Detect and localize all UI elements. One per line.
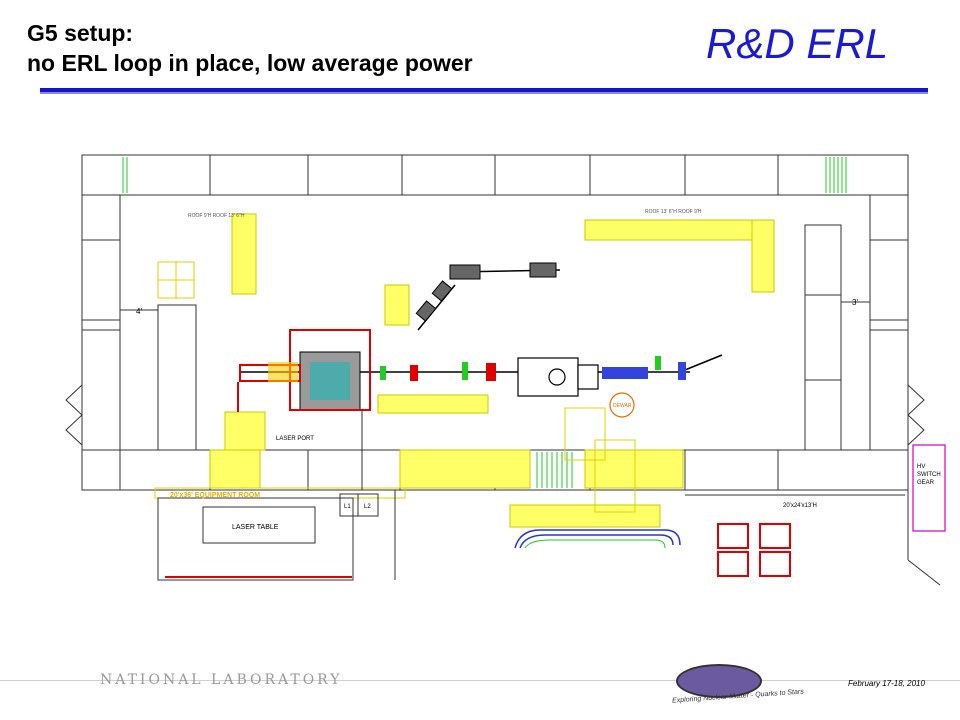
green-rack-stripes bbox=[122, 157, 847, 488]
roof-label-right: ROOF 13' 6"H ROOF 9'H bbox=[645, 209, 702, 215]
building-walls bbox=[65, 154, 941, 586]
cryomodule bbox=[517, 357, 599, 397]
l1-label: L1 bbox=[344, 504, 351, 510]
equipment-room-label: 20'x36' EQUIPMENT ROOM bbox=[170, 492, 260, 499]
footer-lab-name: NATIONAL LABORATORY bbox=[100, 672, 343, 688]
laser-table-label: LASER TABLE bbox=[232, 524, 279, 531]
l2-label: L2 bbox=[364, 504, 371, 510]
gun-cavity-assembly bbox=[239, 329, 371, 411]
bay-dimension-label: 20'x24'x13'H bbox=[783, 503, 817, 509]
magnet-stands bbox=[717, 523, 791, 577]
equipment-room bbox=[157, 410, 396, 581]
slide-title-line-1: G5 setup: bbox=[27, 20, 134, 46]
shield-boundary-line bbox=[165, 382, 352, 578]
footer-seal-logo bbox=[676, 664, 762, 698]
footer-date: February 17-18, 2010 bbox=[848, 679, 925, 688]
beamline-magnets bbox=[380, 356, 686, 381]
slide-title: G5 setup: no ERL loop in place, low aver… bbox=[27, 18, 473, 78]
dimension-left: 4' bbox=[136, 307, 142, 316]
blue-cable-tray bbox=[514, 529, 681, 549]
yellow-shielding-blocks bbox=[209, 213, 775, 528]
laser-port-label: LASER PORT bbox=[276, 436, 314, 442]
hv-label-line-3: GEAR bbox=[917, 480, 935, 486]
title-rule bbox=[40, 88, 928, 92]
hv-label-line-2: SWITCH bbox=[917, 472, 941, 478]
hv-switch-gear bbox=[912, 444, 946, 532]
footer-divider bbox=[0, 680, 960, 681]
dewar bbox=[609, 392, 635, 418]
slide-title-line-2: no ERL loop in place, low average power bbox=[27, 50, 473, 76]
dewar-label: DEWAR bbox=[613, 403, 632, 409]
dimension-markers bbox=[120, 301, 870, 311]
dimension-right: 3' bbox=[852, 298, 858, 307]
diagnostic-spur bbox=[415, 262, 557, 322]
hv-label-line-1: HV bbox=[917, 464, 925, 470]
roof-label-left: ROOF 9'H ROOF 13' 6"H bbox=[188, 213, 245, 219]
brand-title: R&D ERL bbox=[706, 20, 889, 67]
